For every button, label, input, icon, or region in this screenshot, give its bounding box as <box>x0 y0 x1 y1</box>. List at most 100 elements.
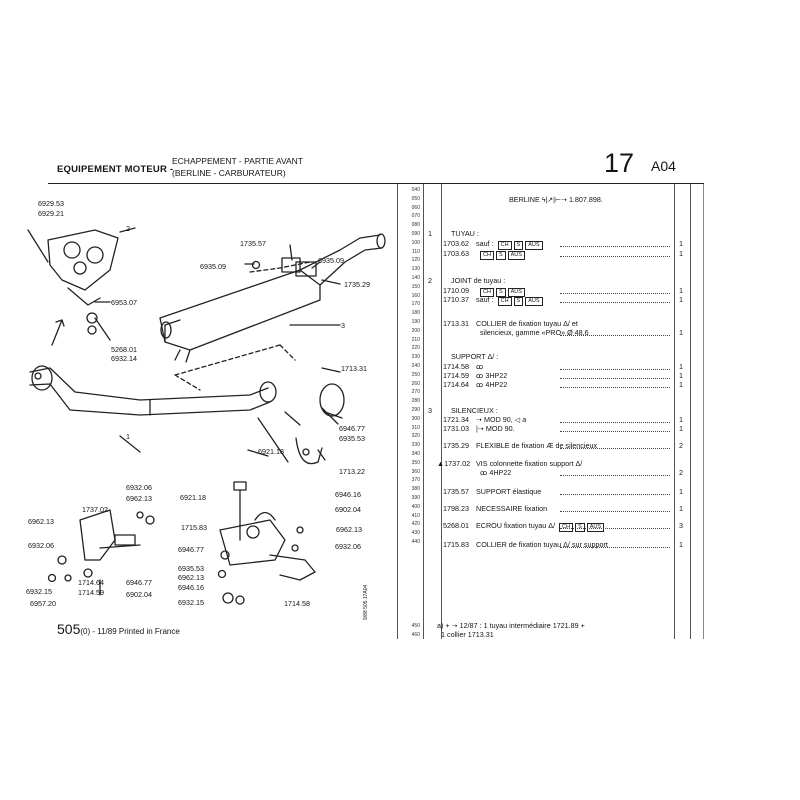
callout-label: 6962.13 <box>178 573 204 582</box>
edition-text: (0) - 11/89 Printed in France <box>80 627 180 636</box>
quantity: 1 <box>679 504 683 513</box>
part-reference: 1721.34 <box>443 415 469 424</box>
reference-number: 360 <box>411 468 420 475</box>
country-code-tag: S <box>495 288 506 297</box>
reference-number: 050 <box>411 195 420 202</box>
description-text: ꝏ 3HP22 <box>476 371 508 380</box>
callout-label: 6902.04 <box>126 590 152 599</box>
reference-number: 370 <box>411 477 420 484</box>
part-reference: 1714.58 <box>443 362 469 371</box>
leader-dots <box>560 387 670 388</box>
reference-number: 080 <box>411 222 420 229</box>
callout-label: 6946.77 <box>126 578 152 587</box>
quantity: 1 <box>679 424 683 433</box>
callout-label: 6932.06 <box>335 542 361 551</box>
part-description-cont: ꝏ 4HP22 <box>480 468 512 477</box>
quantity: 1 <box>679 540 683 549</box>
callout-label: 1714.64 <box>78 578 104 587</box>
callout-label: 6962.13 <box>28 517 54 526</box>
reference-number: 190 <box>411 319 420 325</box>
callout-label: 1714.58 <box>284 599 310 608</box>
reference-number: 180 <box>411 310 420 317</box>
callout-label: 1735.57 <box>240 239 266 248</box>
leader-dots <box>560 246 670 247</box>
callout-label: 6946.16 <box>178 583 204 592</box>
description-text: ➝ MOD 90, ◁ a <box>476 415 527 424</box>
reference-number: 330 <box>411 442 420 449</box>
callout-label: 1715.83 <box>181 523 207 532</box>
part-description: SUPPORT élastique <box>476 487 541 496</box>
part-description: ꝏ 4HP22 <box>476 380 507 389</box>
reference-number: 320 <box>411 433 420 440</box>
callout-label: 6932.06 <box>28 541 54 550</box>
silencer-icon <box>159 269 321 351</box>
header-rule <box>48 183 704 184</box>
reference-number: 060 <box>411 204 420 211</box>
description-text: JOINT de tuyau : <box>451 276 506 285</box>
leader-dots <box>560 422 670 423</box>
callout-label: 6962.13 <box>126 494 152 503</box>
quantity: 2 <box>679 468 683 477</box>
quantity: 1 <box>679 295 683 304</box>
front-pipe-icon <box>29 367 269 401</box>
country-code-tag: CH <box>480 251 494 260</box>
column-rule <box>397 184 398 639</box>
berline-label: BERLINE <box>509 195 540 204</box>
leader-dots <box>560 547 670 548</box>
column-rule <box>441 184 442 639</box>
callout-label: 6953.07 <box>111 298 137 307</box>
reference-number: 110 <box>412 248 420 255</box>
reference-number: 130 <box>411 266 420 273</box>
callout-label: 6921.18 <box>180 493 206 502</box>
reference-number: 420 <box>411 521 420 528</box>
description-text: COLLIER de fixation tuyau Δ/ et <box>476 319 578 328</box>
quantity: 1 <box>679 415 683 424</box>
reference-number: 070 <box>411 213 420 220</box>
callout-label: 6935.09 <box>318 256 344 265</box>
part-description: FLEXIBLE de fixation Æ de silencieux <box>476 441 597 450</box>
part-description-cont: silencieux, gamme «PRO» Ø 48,6 <box>480 328 589 337</box>
reference-number: 140 <box>411 275 420 281</box>
part-reference: 1714.64 <box>443 380 469 389</box>
country-code-tag: AUS <box>525 297 543 306</box>
country-code-tag: S <box>575 523 585 532</box>
quantity: 2 <box>679 441 683 450</box>
reference-number: 380 <box>411 486 420 493</box>
leader-dots <box>560 431 670 432</box>
reference-number: 280 <box>411 398 420 405</box>
lightning-icon: ϟ|↗|⊢➝ <box>541 197 567 204</box>
country-code-tag: AUS <box>507 251 525 260</box>
part-description: COLLIER de fixation tuyau Δ/ et <box>476 319 578 328</box>
callout-label: 1 <box>126 432 130 441</box>
reference-number: 240 <box>411 363 420 369</box>
part-reference: 1735.57 <box>443 487 469 496</box>
callout-label: 6962.13 <box>336 525 362 534</box>
callout-label: 6957.20 <box>30 599 56 608</box>
page-code: A04 <box>651 158 676 174</box>
reference-number: 270 <box>411 389 420 396</box>
part-reference: 1735.29 <box>443 441 469 450</box>
item-number: 2 <box>428 276 432 285</box>
reference-number: 450 <box>411 623 420 629</box>
reference-number: 250 <box>411 371 420 378</box>
callout-label: 1713.31 <box>341 364 367 373</box>
part-description: SUPPORT Δ/ : <box>451 352 498 361</box>
section-title: EQUIPEMENT MOTEUR - <box>57 164 174 175</box>
quantity: 1 <box>679 249 683 258</box>
country-code-tag: CH <box>559 523 574 532</box>
item-number: 1 <box>428 229 432 238</box>
quantity: 1 <box>679 328 683 337</box>
callout-label: 6946.77 <box>178 545 204 554</box>
berline-serial: 1.807.898. <box>568 195 603 204</box>
part-description: NECESSAIRE fixation <box>476 504 547 513</box>
description-text: FLEXIBLE de fixation Æ de silencieux <box>476 441 598 450</box>
callout-label: 1714.59 <box>78 588 104 597</box>
callout-label: 1737.02 <box>82 505 108 514</box>
reference-number: 220 <box>411 345 420 352</box>
